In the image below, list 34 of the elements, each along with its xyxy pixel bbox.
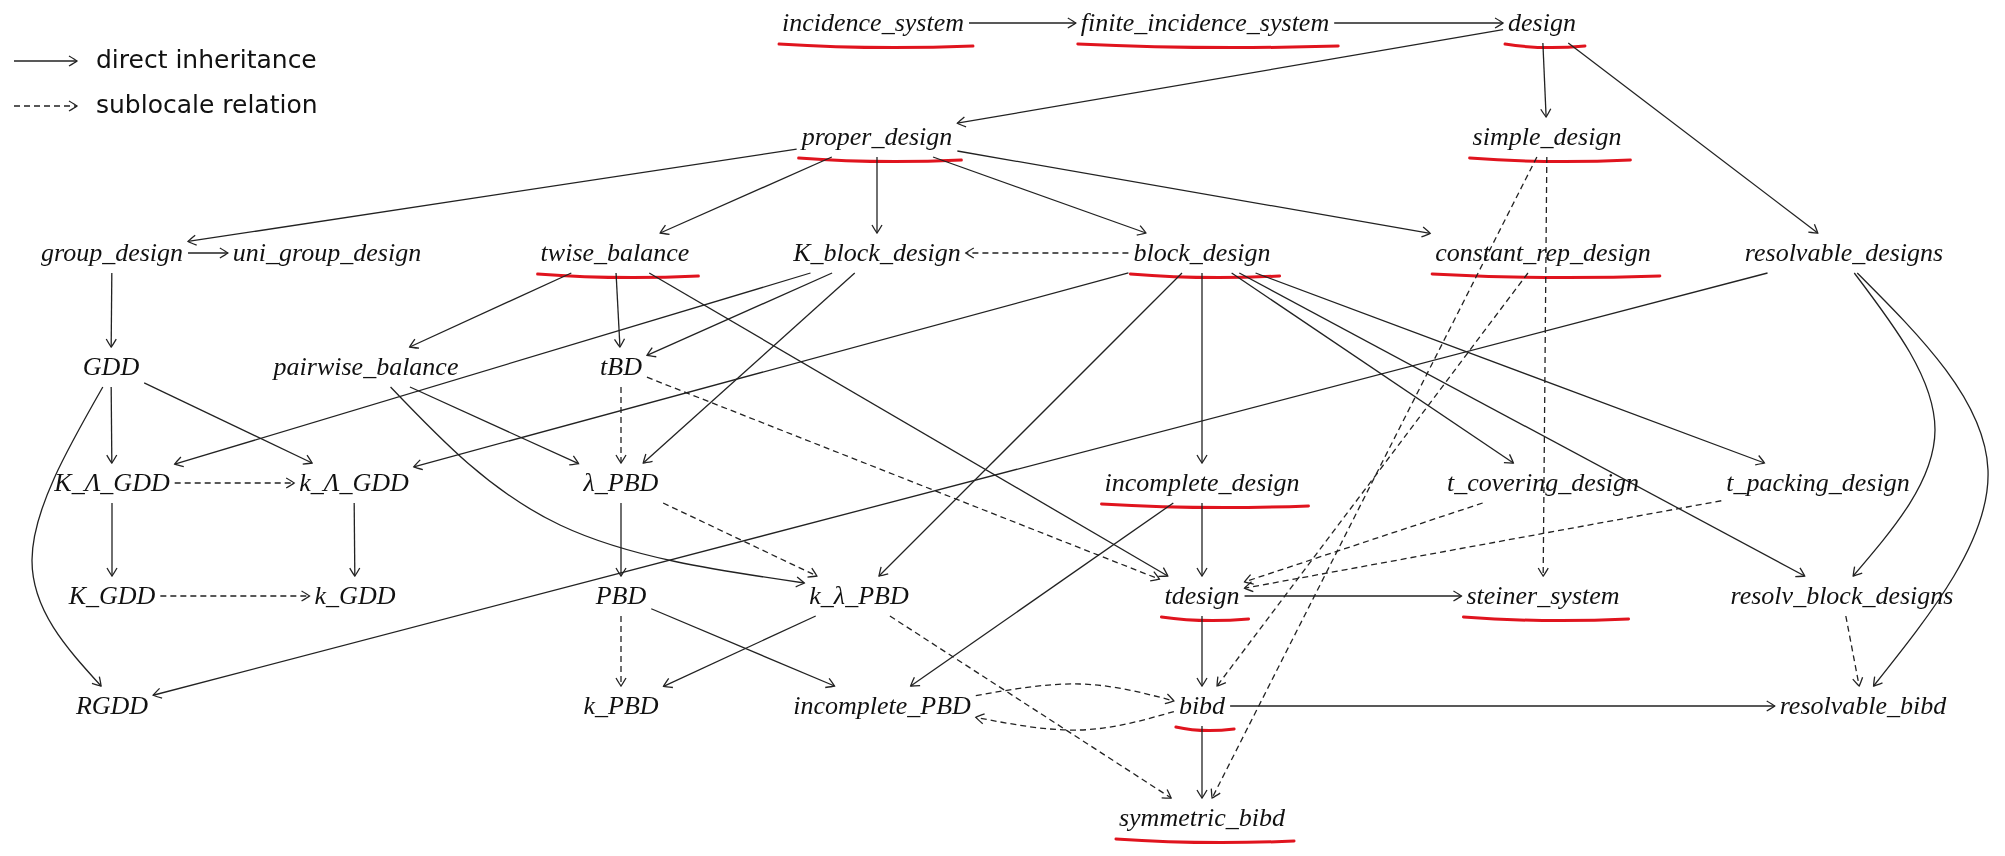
class-name-label: finite_incidence_system [1079, 8, 1331, 38]
class-name-label: group_design [40, 238, 184, 268]
class-name-label: block_design [1132, 238, 1272, 268]
class-name-label: k_Λ_GDD [298, 468, 410, 498]
class-name-label: constant_rep_design [1434, 238, 1652, 268]
class-name-label: bibd [1177, 691, 1227, 721]
class-name-label: symmetric_bibd [1117, 803, 1287, 833]
class-name-label: resolvable_bibd [1778, 691, 1948, 721]
class-name-label: simple_design [1471, 122, 1623, 152]
class-name-label: λ_PBD [582, 468, 660, 498]
class-name-label: t_packing_design [1725, 468, 1911, 498]
legend-text: direct inheritance [96, 47, 317, 72]
class-name-label: k_PBD [582, 691, 660, 721]
class-name-label: proper_design [800, 122, 954, 152]
legend-text: sublocale relation [96, 92, 318, 117]
class-name-label: resolvable_designs [1743, 238, 1945, 268]
class-name-label: K_block_design [792, 238, 962, 268]
class-name-label: design [1507, 8, 1577, 38]
class-name-label: K_GDD [67, 581, 157, 611]
class-name-label: GDD [81, 352, 141, 382]
class-name-label: uni_group_design [231, 238, 423, 268]
class-name-label: twise_balance [539, 238, 691, 268]
class-name-label: K_Λ_GDD [53, 468, 171, 498]
class-name-label: tdesign [1163, 581, 1241, 611]
class-name-label: incomplete_design [1103, 468, 1301, 498]
class-name-label: PBD [594, 581, 648, 611]
class-name-label: RGDD [74, 691, 150, 721]
class-name-label: pairwise_balance [272, 352, 460, 382]
class-name-label: steiner_system [1465, 581, 1621, 611]
class-name-label: incomplete_PBD [792, 691, 972, 721]
class-name-label: incidence_system [781, 8, 965, 38]
class-name-label: tBD [599, 352, 643, 382]
class-name-label: k_λ_PBD [808, 581, 910, 611]
class-name-label: k_GDD [313, 581, 397, 611]
